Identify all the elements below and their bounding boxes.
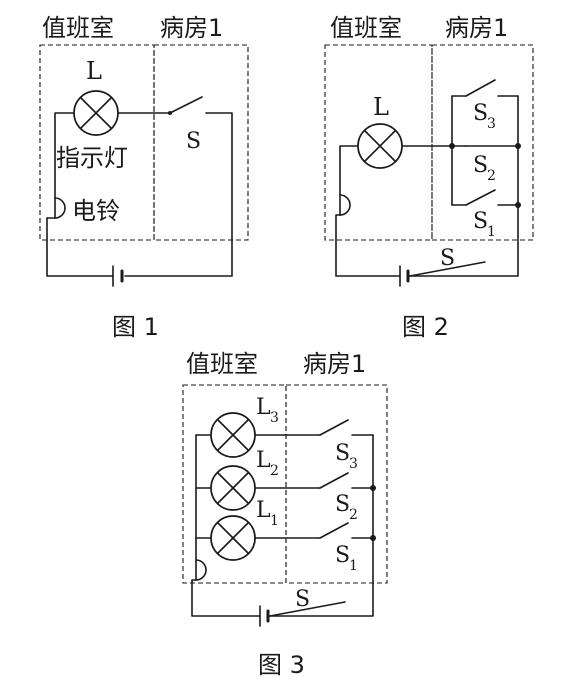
fig2-s1-blade xyxy=(465,189,496,206)
fig1-indicator-label: 指示灯 xyxy=(56,144,128,172)
fig1-bell-icon xyxy=(54,197,66,219)
fig3-wire-bottom xyxy=(191,579,261,617)
fig3-lamp2-sub: 2 xyxy=(270,463,279,479)
fig3-lamp2-label: L xyxy=(256,448,271,473)
fig2-wire-left xyxy=(339,145,359,196)
fig2-main-switch-blade xyxy=(409,261,486,277)
fig1-wire-bottom xyxy=(46,217,114,277)
fig2-caption: 图 2 xyxy=(402,313,449,341)
fig2-ward-room-box xyxy=(431,44,534,241)
fig2-junction-right-low xyxy=(515,202,521,208)
fig3-s2-label: S xyxy=(335,492,350,517)
fig3-lamp1-sub: 1 xyxy=(270,513,279,529)
fig1-room-ward-label: 病房1 xyxy=(160,14,223,42)
fig1-lamp-label: L xyxy=(86,57,102,85)
fig3-room-duty-label: 值班室 xyxy=(186,350,258,378)
fig3-s1-blade xyxy=(319,522,349,539)
fig1-switch-label: S xyxy=(186,129,201,154)
fig3-lamp2-cross-2 xyxy=(216,471,250,505)
fig2-junction-right-mid xyxy=(515,143,521,149)
fig1-wire-right xyxy=(124,112,233,277)
fig2-bell-icon xyxy=(339,194,351,216)
fig2-main-switch-label: S xyxy=(440,246,455,271)
fig3-main-switch-blade xyxy=(269,601,346,617)
fig2-lamp-label: L xyxy=(373,93,389,121)
fig3-right-bus xyxy=(269,434,374,617)
fig2-wire-bottom xyxy=(335,214,401,277)
fig3-lamp1-cross-2 xyxy=(216,521,250,555)
fig3-s1-label: S xyxy=(335,543,350,568)
fig3-bell-icon xyxy=(195,559,207,581)
fig1-caption: 图 1 xyxy=(112,313,159,341)
fig3-s3-label: S xyxy=(335,441,350,466)
fig2-s1-label: S xyxy=(473,209,488,234)
fig3-lamp3-label: L xyxy=(256,395,271,420)
fig3-junction-right-low xyxy=(370,535,376,541)
fig3-s2-sub: 2 xyxy=(349,507,358,523)
fig1-switch-blade xyxy=(169,96,203,114)
fig3-s1-sub: 1 xyxy=(349,558,358,574)
fig2-s1-sub: 1 xyxy=(487,224,496,240)
fig3-lamp1-label: L xyxy=(256,498,271,523)
figure-3: 值班室 病房1 S 3 S 2 S 1 xyxy=(182,350,388,679)
fig2-junction-left xyxy=(449,143,455,149)
fig2-right-bus xyxy=(409,95,519,277)
fig2-s2-label: S xyxy=(473,153,488,178)
fig1-switch-pivot xyxy=(168,111,172,115)
fig3-s2-blade xyxy=(319,472,349,489)
fig3-caption: 图 3 xyxy=(258,651,305,679)
fig3-ward-room-box xyxy=(285,384,388,584)
fig1-wire-left xyxy=(54,112,75,199)
fig3-s3-sub: 3 xyxy=(349,456,358,472)
fig3-lamp3-sub: 3 xyxy=(270,410,279,426)
fig1-lamp-cross-2 xyxy=(79,96,113,130)
fig2-room-ward-label: 病房1 xyxy=(445,14,508,42)
fig1-room-duty-label: 值班室 xyxy=(42,14,114,42)
fig2-s3-blade xyxy=(465,79,496,97)
fig2-s2-sub: 2 xyxy=(487,168,496,184)
fig3-room-ward-label: 病房1 xyxy=(303,350,366,378)
fig3-lamp3-cross-2 xyxy=(216,418,250,452)
fig2-lamp-cross-2 xyxy=(363,129,397,163)
fig1-ward-room-box xyxy=(153,44,249,241)
fig3-junction-right-mid xyxy=(370,485,376,491)
fig3-s3-blade xyxy=(319,419,349,436)
fig2-duty-room-box xyxy=(324,44,433,241)
figure-2: 值班室 病房1 S 3 S 2 S 1 L xyxy=(324,14,534,341)
fig2-room-duty-label: 值班室 xyxy=(330,14,402,42)
fig2-s3-label: S xyxy=(473,101,488,126)
figure-1: 值班室 病房1 L 指示灯 电铃 S 图 1 xyxy=(39,14,249,341)
fig3-main-switch-label: S xyxy=(295,587,310,612)
fig1-bell-label: 电铃 xyxy=(72,197,120,225)
fig2-s3-sub: 3 xyxy=(487,116,496,132)
